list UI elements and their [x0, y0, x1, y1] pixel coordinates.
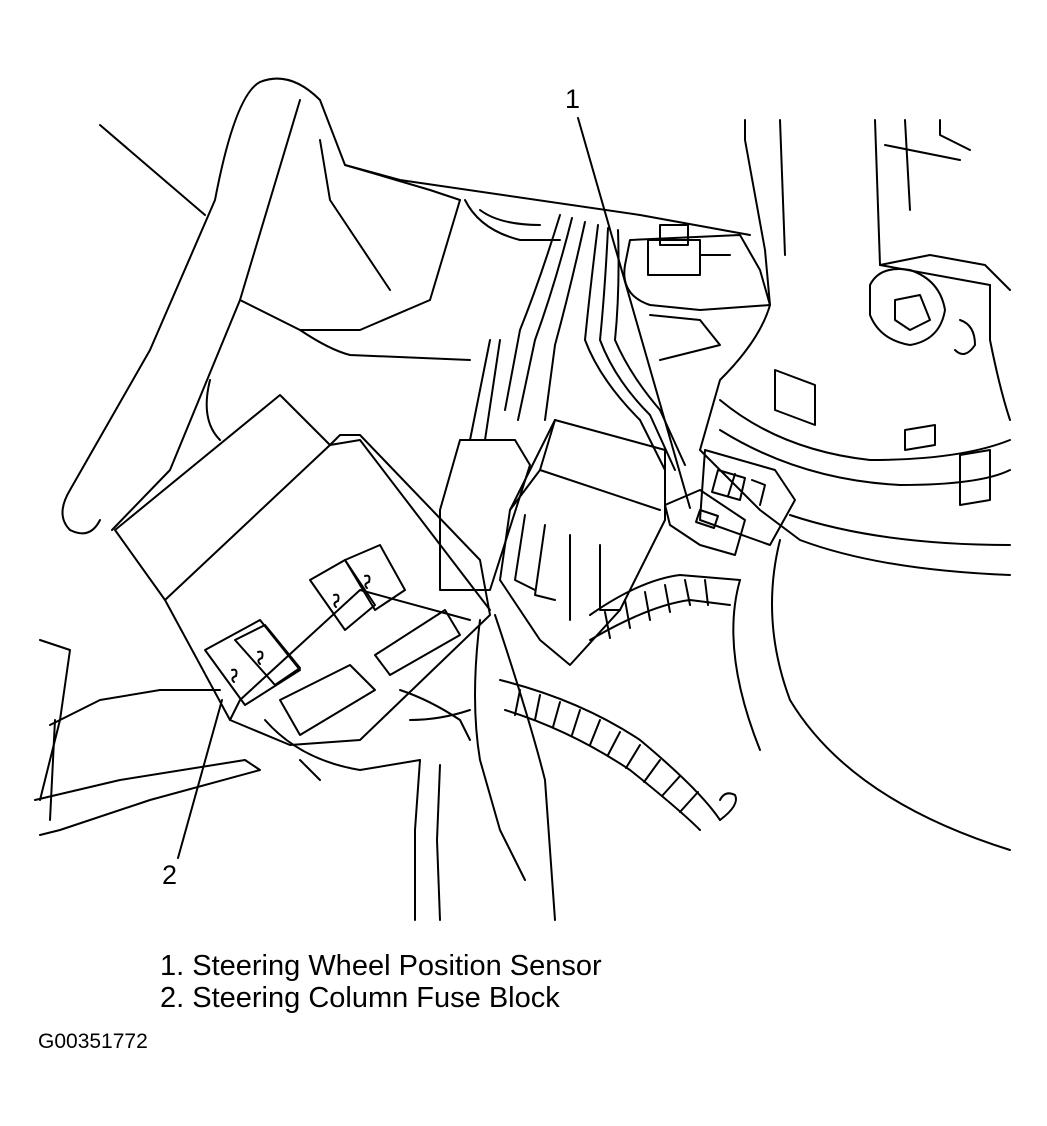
callout-number-1: 1: [565, 84, 581, 114]
fuse-slot-1: [204, 619, 301, 706]
leader-lines: [177, 117, 691, 859]
wire-bundle: [464, 199, 686, 471]
legend-item-1: 1. Steering Wheel Position Sensor: [160, 950, 602, 982]
dash-panel-outline: [34, 77, 751, 836]
center-connector: [439, 419, 666, 666]
lower-wires: [399, 614, 556, 921]
corrugated-conduit: [499, 574, 741, 831]
steering-column-fuse-block: [114, 394, 491, 781]
steering-wheel-position-sensor: [664, 449, 796, 556]
legend-item-2: 2. Steering Column Fuse Block: [160, 982, 560, 1014]
callout-number-2: 2: [162, 860, 178, 890]
steering-column-line-drawing: [34, 77, 1011, 921]
fuse-slot-2: [309, 559, 376, 631]
leader-line-1: [577, 117, 691, 509]
mounting-bracket: [623, 224, 771, 361]
steering-column-housing: [699, 119, 1011, 851]
leader-line-2: [177, 699, 223, 859]
legend-list: 1. Steering Wheel Position Sensor 2. Ste…: [160, 950, 602, 1014]
figure-id: G00351772: [38, 1030, 148, 1053]
